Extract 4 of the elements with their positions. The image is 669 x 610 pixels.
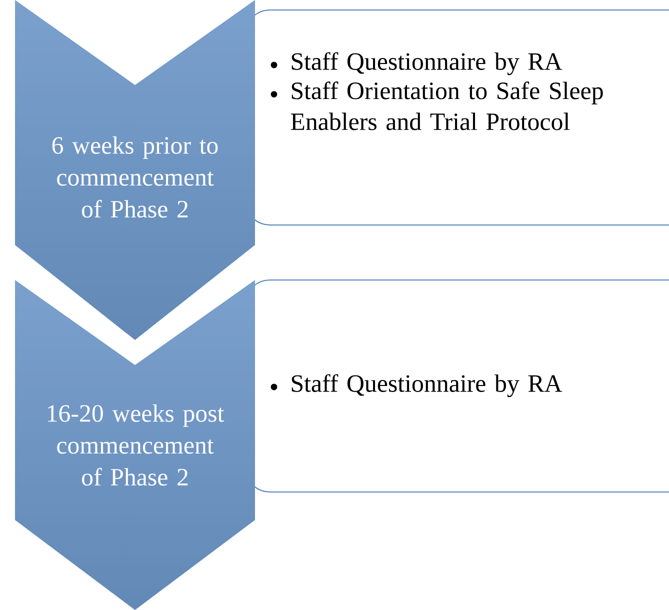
text-box: Staff Questionnaire by RA Staff Orientation to Safe Sleep Enablers and Trial Protocol [244,10,669,226]
chevron: 16-20 weeks post commencement of Phase 2 [48,404,224,486]
text-box: Staff Questionnaire by RA [244,280,669,492]
chevron: 6 weeks prior to commencement of Phase 2 [52,136,218,218]
